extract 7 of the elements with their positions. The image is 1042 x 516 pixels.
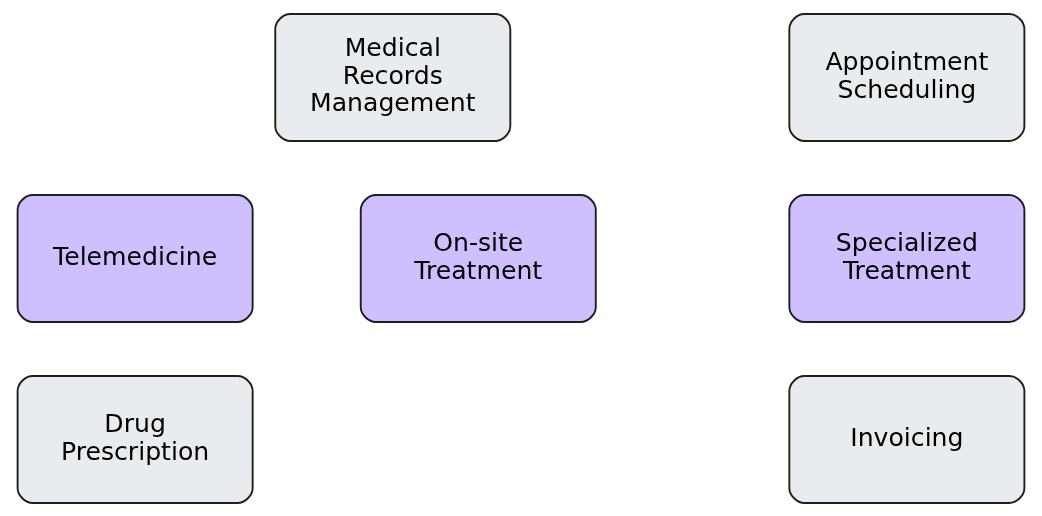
node-box: Telemedicine bbox=[16, 193, 254, 323]
node-box: On-site Treatment bbox=[359, 193, 597, 323]
node-box: Invoicing bbox=[788, 374, 1026, 504]
node-box: Appointment Scheduling bbox=[788, 12, 1026, 142]
node-box: Specialized Treatment bbox=[788, 193, 1026, 323]
node-box: Drug Prescription bbox=[16, 374, 254, 504]
node-box: Medical Records Management bbox=[274, 12, 512, 142]
